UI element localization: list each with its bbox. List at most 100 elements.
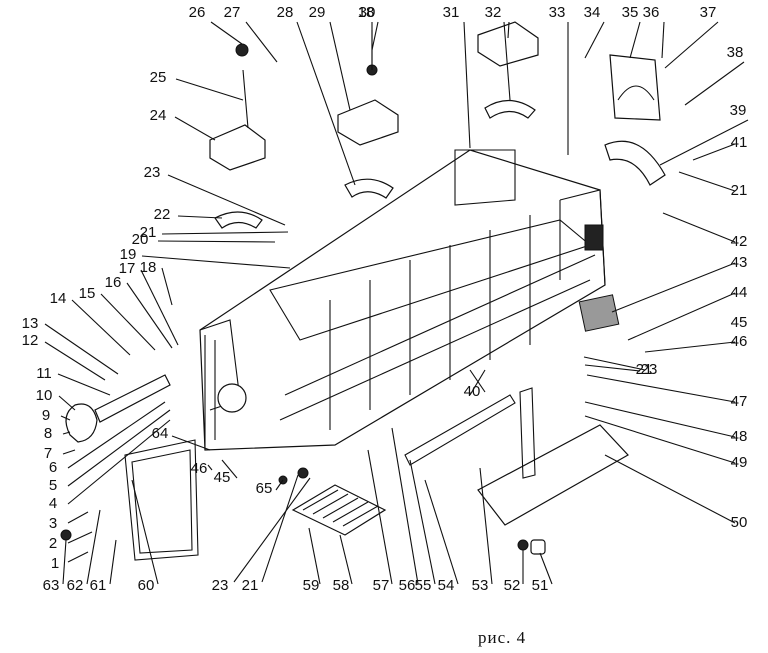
callout-number: 7 — [44, 445, 52, 462]
callout-number: 64 — [152, 425, 169, 442]
callout-number: 21 — [731, 182, 748, 199]
leader-line — [67, 419, 171, 505]
callout-number: 48 — [731, 428, 748, 445]
leader-line — [140, 269, 179, 346]
leader-line — [424, 479, 459, 585]
callout-number: 10 — [36, 387, 53, 404]
callout-number: 12 — [22, 332, 39, 349]
oil-screen — [291, 484, 387, 536]
leader-line — [339, 534, 353, 585]
callout-number: 23 — [144, 164, 161, 181]
leader-line — [62, 431, 71, 435]
leader-line — [692, 143, 736, 161]
stud-25 — [242, 69, 249, 129]
leader-line — [584, 21, 605, 59]
leader-line — [109, 539, 117, 585]
leader-line — [44, 323, 119, 375]
leader-line — [678, 171, 736, 192]
callout-number: 21 — [242, 577, 259, 594]
callout-number: 57 — [373, 577, 390, 594]
cover-panel — [477, 424, 629, 526]
leader-line — [684, 61, 745, 106]
leader-line — [611, 262, 736, 313]
leader-line — [67, 401, 166, 469]
callout-number: 21 — [140, 224, 157, 241]
callout-number: 40 — [464, 383, 481, 400]
leader-line — [60, 415, 71, 421]
leader-line — [174, 116, 216, 141]
callout-number: 38 — [727, 44, 744, 61]
leader-line — [409, 459, 436, 585]
callout-number: 18 — [140, 259, 157, 276]
leader-line — [586, 374, 736, 403]
leader-line — [67, 409, 171, 487]
callout-number: 24 — [150, 107, 167, 124]
plug-52 — [517, 539, 529, 551]
callout-number: 27 — [224, 4, 241, 21]
callout-number: 55 — [415, 577, 432, 594]
bearing-cap-24 — [209, 124, 266, 171]
leader-line — [62, 449, 76, 455]
bearing-shell-31 — [484, 99, 536, 119]
callout-number: 31 — [443, 4, 460, 21]
callout-number: 46 — [731, 333, 748, 350]
leader-line — [371, 21, 379, 51]
callout-number: 29 — [309, 4, 326, 21]
crankcase-block — [199, 149, 606, 451]
callout-number: 17 — [119, 260, 136, 277]
cover-strip-left — [404, 394, 516, 466]
leader-line — [131, 479, 159, 585]
callout-number: 56 — [399, 577, 416, 594]
callout-number: 9 — [42, 407, 50, 424]
leader-line — [661, 21, 665, 59]
callout-number: 41 — [731, 134, 748, 151]
callout-number: 4 — [49, 495, 57, 512]
pin-40 — [469, 369, 486, 396]
leader-line — [44, 341, 106, 381]
leader-line — [58, 395, 76, 411]
leader-line — [507, 21, 510, 39]
drive-shaft — [94, 374, 171, 423]
leader-line — [207, 464, 213, 471]
callout-number: 11 — [36, 365, 52, 382]
callout-number: 58 — [333, 577, 350, 594]
leader-line — [629, 21, 641, 59]
callout-number: 2 — [49, 535, 57, 552]
leader-line — [584, 364, 641, 372]
callout-number: 14 — [50, 290, 67, 307]
callout-number: 36 — [643, 4, 660, 21]
callout-number: 19 — [120, 246, 137, 263]
seal-half — [604, 140, 666, 186]
leader-line — [503, 21, 511, 101]
leader-line — [644, 341, 736, 353]
leader-line — [100, 293, 156, 351]
leader-line — [67, 511, 89, 524]
bearing-shell-28 — [344, 178, 394, 199]
leader-line — [367, 449, 393, 585]
callout-number: 5 — [49, 477, 57, 494]
callout-number: 52 — [504, 577, 521, 594]
leader-line — [57, 373, 111, 396]
leader-line — [583, 356, 646, 371]
leader-line — [275, 479, 284, 491]
cover-plate — [578, 294, 620, 332]
leader-line — [86, 509, 101, 585]
leader-line — [233, 477, 311, 583]
callout-number: 62 — [67, 577, 84, 594]
callout-number: 21 — [636, 361, 653, 378]
leader-line — [141, 255, 291, 269]
callout-number: 50 — [731, 514, 748, 531]
leader-line — [604, 454, 736, 524]
figure-caption: рис. 4 — [478, 628, 526, 647]
plug-23-lower — [297, 467, 309, 479]
leader-line — [67, 551, 89, 563]
callout-number: 39 — [730, 102, 747, 119]
pump-body — [65, 403, 98, 443]
leader-line — [584, 415, 736, 464]
callout-number: 37 — [700, 4, 717, 21]
callout-number: 49 — [731, 454, 748, 471]
rear-cover-arc — [617, 85, 655, 101]
